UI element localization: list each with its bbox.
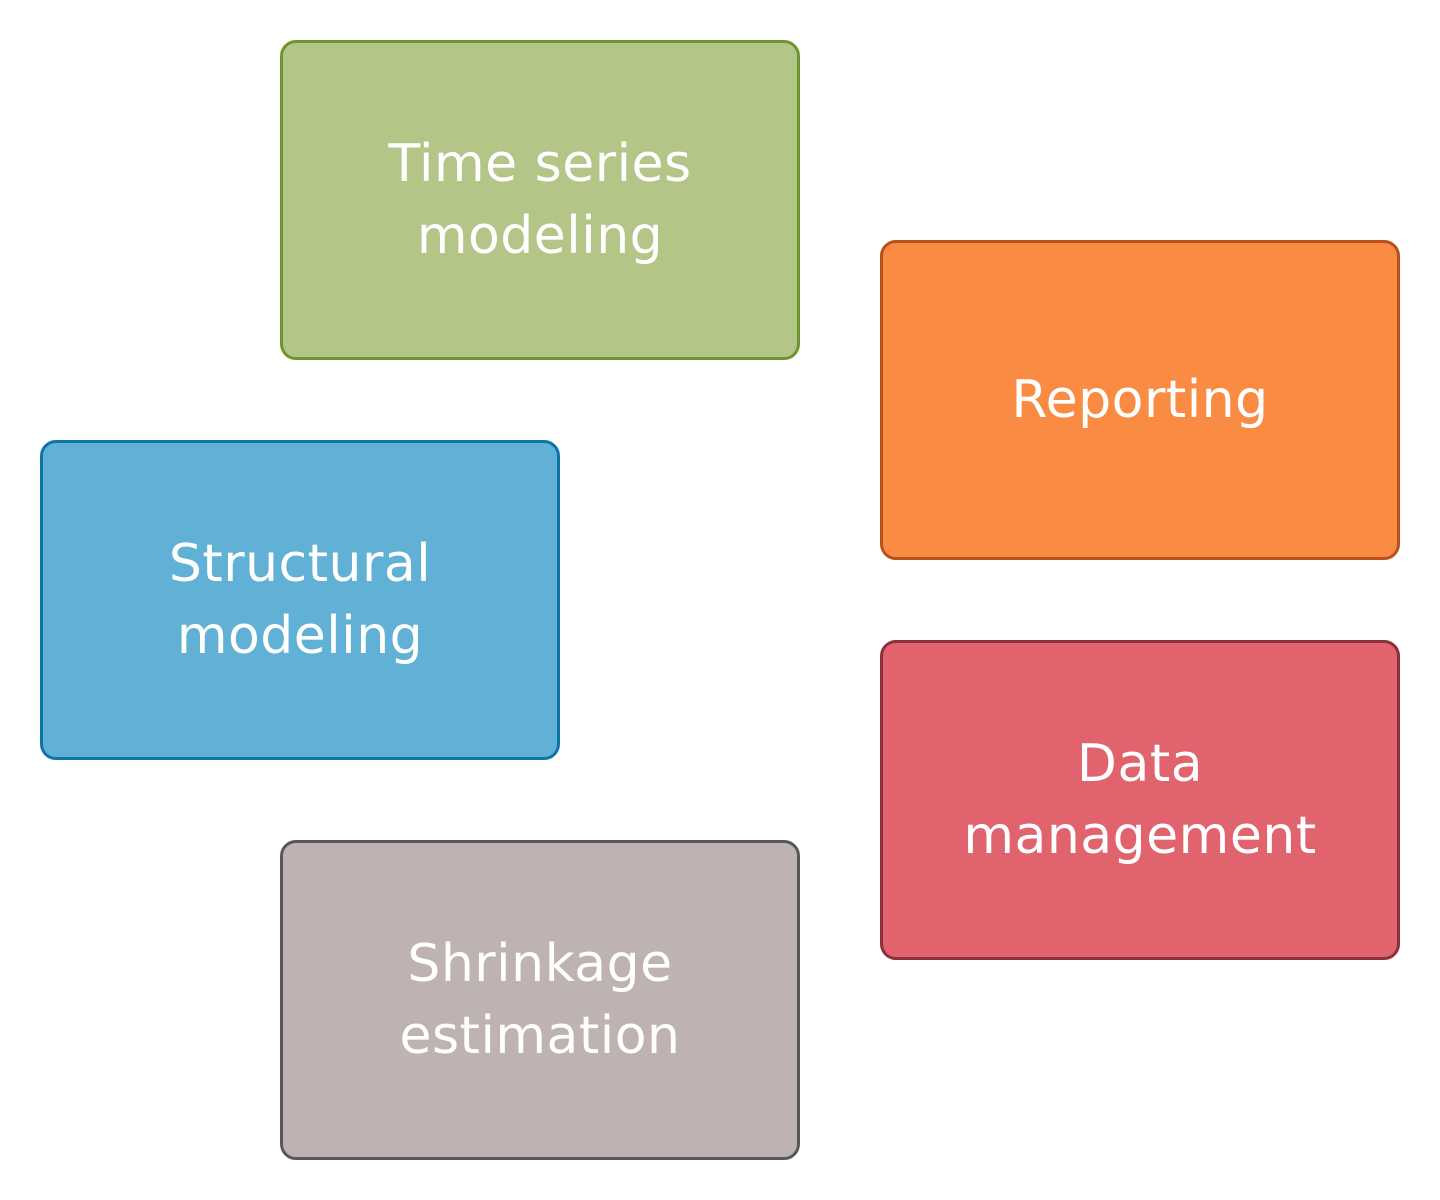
- shrinkage-estimation-label: Shrinkage estimation: [369, 928, 710, 1072]
- data-management-label: Data management: [933, 728, 1346, 872]
- label-line: modeling: [176, 606, 424, 666]
- label-line: Time series: [388, 134, 692, 194]
- label-line: Structural: [168, 534, 432, 594]
- structural-modeling-label: Structural modeling: [139, 528, 461, 672]
- data-management-box: Data management: [880, 640, 1400, 960]
- structural-modeling-box: Structural modeling: [40, 440, 560, 760]
- label-line: Data: [1076, 734, 1204, 794]
- time-series-modeling-box: Time series modeling: [280, 40, 800, 360]
- label-line: estimation: [399, 1006, 681, 1066]
- reporting-box: Reporting: [880, 240, 1400, 560]
- time-series-modeling-label: Time series modeling: [358, 128, 721, 272]
- label-line: Shrinkage: [407, 934, 673, 994]
- shrinkage-estimation-box: Shrinkage estimation: [280, 840, 800, 1160]
- label-line: Reporting: [1011, 370, 1269, 430]
- label-line: management: [963, 806, 1317, 866]
- reporting-label: Reporting: [981, 364, 1298, 436]
- label-line: modeling: [416, 206, 664, 266]
